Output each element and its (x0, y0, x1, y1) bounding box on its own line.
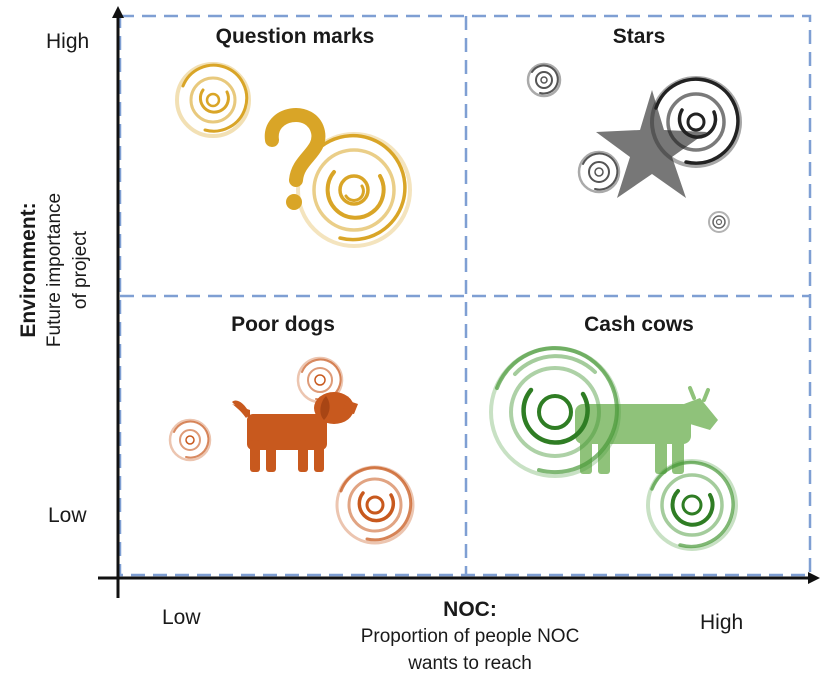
quadrant-title-cash-cows: Cash cows (584, 313, 694, 336)
x-axis-title: NOC: Proportion of people NOC wants to r… (320, 596, 620, 677)
x-tick-high: High (700, 611, 744, 634)
quadrant-title-poor-dogs: Poor dogs (231, 313, 335, 336)
y-tick-low: Low (48, 504, 87, 527)
question-mark-icon (264, 108, 326, 210)
cash-cows-art (489, 346, 738, 551)
y-axis-arrow (112, 6, 124, 18)
y-axis-title-line2: of project (70, 230, 91, 310)
quadrant-grid (118, 14, 812, 577)
target-icon (175, 62, 251, 138)
target-icon (296, 132, 412, 248)
y-axis-title-line1: Future importance (44, 192, 65, 348)
quadrant-title-question-marks: Question marks (215, 25, 375, 48)
x-axis-arrow (808, 572, 820, 584)
target-icon (646, 459, 738, 551)
quadrant-title-stars: Stars (612, 25, 666, 48)
x-tick-low: Low (162, 606, 201, 629)
target-icon (489, 346, 621, 478)
target-icon (526, 62, 562, 98)
target-icon (650, 76, 742, 168)
poor-dogs-art (168, 356, 415, 545)
y-tick-high: High (46, 30, 90, 53)
axes (98, 6, 820, 598)
dog-icon (232, 392, 358, 472)
x-axis-title-bold: NOC: (443, 598, 497, 621)
stars-art (526, 62, 742, 233)
target-icon (708, 211, 730, 233)
question-marks-art (175, 62, 412, 248)
y-axis-title-container: Environment: Future importance of projec… (0, 0, 110, 580)
x-axis-title-line1: Proportion of people NOC (360, 626, 580, 647)
y-axis-title-bold: Environment: (17, 202, 40, 338)
target-icon (335, 465, 415, 545)
star-icon (596, 90, 707, 198)
target-icon (168, 418, 212, 462)
target-icon (577, 150, 621, 194)
x-axis-title-line2: wants to reach (408, 653, 532, 674)
y-axis-title: Environment: Future importance of projec… (16, 110, 94, 430)
